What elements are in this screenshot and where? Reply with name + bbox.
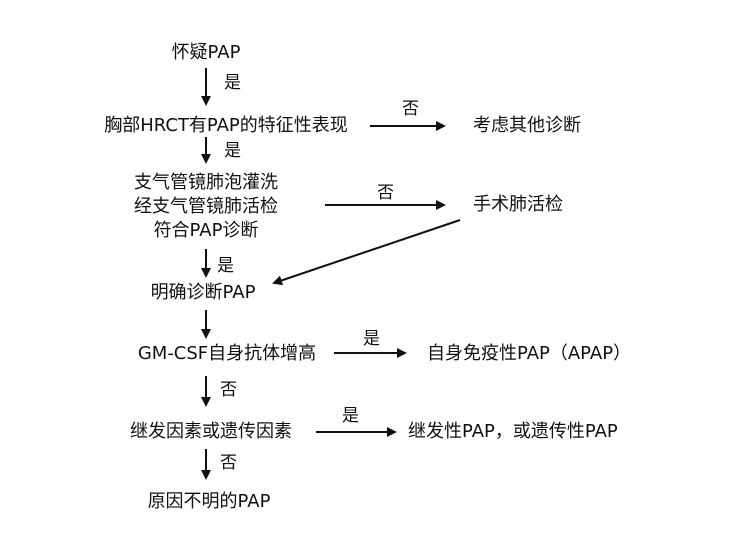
node-bal-line-3: 符合PAP诊断 (154, 220, 259, 242)
node-surgical-biopsy: 手术肺活检 (473, 194, 563, 216)
node-autoimmune-pap: 自身免疫性PAP（APAP） (427, 343, 631, 365)
node-bal-line-1: 支气管镜肺泡灌洗 (134, 172, 278, 194)
node-secondary-result: 继发性PAP，或遗传性PAP (408, 421, 618, 443)
edge-label-no-secondary: 否 (220, 453, 237, 473)
edge-label-no-gmcsf: 否 (220, 380, 237, 400)
node-gmcsf-antibody: GM-CSF自身抗体增高 (138, 343, 316, 365)
edge-label-yes-3: 是 (217, 256, 234, 276)
node-hrct-findings: 胸部HRCT有PAP的特征性表现 (104, 115, 348, 137)
node-suspect-pap: 怀疑PAP (172, 42, 241, 64)
node-confirmed-pap: 明确诊断PAP (151, 282, 256, 304)
node-unknown-pap: 原因不明的PAP (148, 491, 271, 513)
node-other-diagnosis: 考虑其他诊断 (473, 115, 581, 137)
edge-label-yes-gmcsf: 是 (363, 329, 380, 349)
edge-label-yes-secondary: 是 (342, 406, 359, 426)
edge-label-no-hrct: 否 (402, 99, 419, 119)
edge-label-yes-2: 是 (224, 141, 241, 161)
arrow-surgical-biopsy-to-confirmed (274, 220, 460, 283)
edge-label-yes-1: 是 (224, 73, 241, 93)
node-bal-line-2: 经支气管镜肺活检 (134, 196, 278, 218)
node-secondary-factors: 继发因素或遗传因素 (130, 421, 292, 443)
edge-label-no-bal: 否 (377, 183, 394, 203)
